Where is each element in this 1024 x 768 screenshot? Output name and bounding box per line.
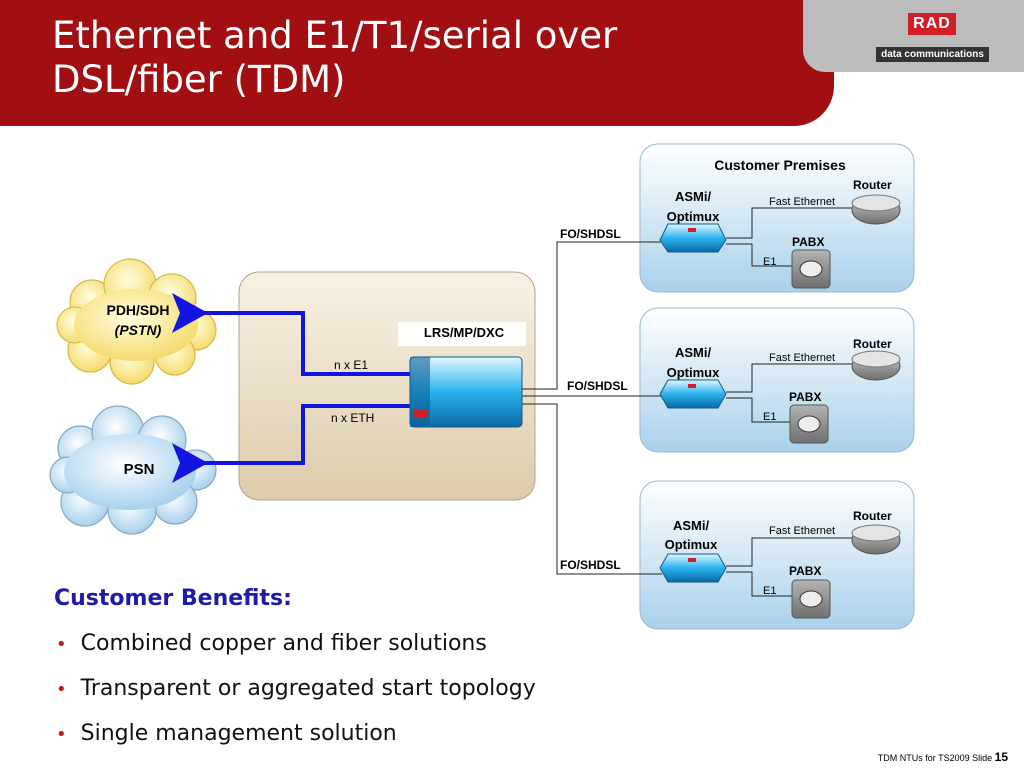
benefit-item: • Transparent or aggregated start topolog… <box>56 674 536 719</box>
customer-premises-box-1 <box>639 143 915 293</box>
arrow-to-pdh <box>172 293 410 376</box>
router-link-label-1: Fast Ethernet <box>769 196 836 208</box>
psn-label: PSN <box>123 461 155 478</box>
pabx-label-1: PABX <box>792 235 825 249</box>
benefit-item: • Combined copper and fiber solutions <box>56 629 536 674</box>
rad-logo: RAD <box>908 13 956 35</box>
footer-text: TDM NTUs for TS2009 <box>877 753 970 763</box>
pdh-label: PDH/SDH <box>106 302 170 318</box>
footer-slide-label: Slide <box>972 753 993 763</box>
bullet-icon: • <box>56 634 67 655</box>
device-label-3-line1: ASMi/ <box>672 518 710 533</box>
router-label-1: Router <box>853 178 892 192</box>
customer-premises-box-2 <box>639 307 915 453</box>
pabx-link-label-2: E1 <box>763 411 777 423</box>
benefit-text: Combined copper and fiber solutions <box>80 631 487 656</box>
psn-cloud <box>49 405 217 535</box>
slide-header <box>0 0 834 126</box>
premises-1-devices <box>659 194 901 289</box>
logo-subtitle: data communications <box>876 47 989 62</box>
slide-title: Ethernet and E1/T1/serial over DSL/fiber… <box>52 14 617 102</box>
central-device <box>409 356 523 428</box>
link-eth-label: n x ETH <box>331 411 375 425</box>
device-label-2-line1: ASMi/ <box>674 345 712 360</box>
benefit-text: Transparent or aggregated start topology <box>80 676 536 701</box>
uplink-lines <box>522 241 662 575</box>
title-line-2: DSL/fiber (TDM) <box>52 58 346 101</box>
bullet-icon: • <box>56 724 67 745</box>
device-label-2-line2: Optimux <box>666 365 720 380</box>
benefits-list: • Combined copper and fiber solutions • Tr… <box>56 629 536 764</box>
premises-2-devices <box>659 350 901 444</box>
router-label-2: Router <box>853 337 892 351</box>
benefits-title: Customer Benefits: <box>54 586 292 611</box>
device-label-3-line2: Optimux <box>664 537 718 552</box>
central-device-label: LRS/MP/DXC <box>423 325 505 340</box>
router-link-label-3: Fast Ethernet <box>769 525 836 537</box>
benefit-text: Single management solution <box>80 721 397 746</box>
slide-footer: TDM NTUs for TS2009 Slide 15 <box>878 750 1008 764</box>
link-e1-label: n x E1 <box>334 358 369 372</box>
pabx-link-label-3: E1 <box>763 585 777 597</box>
pabx-label-2: PABX <box>789 390 822 404</box>
slide-number: 15 <box>994 750 1008 764</box>
customer-premises-title: Customer Premises <box>714 157 846 173</box>
pstn-label: (PSTN) <box>114 322 162 338</box>
pabx-label-3: PABX <box>789 564 822 578</box>
bullet-icon: • <box>56 679 67 700</box>
pabx-link-label-1: E1 <box>763 256 777 268</box>
arrow-to-psn <box>172 404 410 483</box>
device-label-1-line2: Optimux <box>666 209 720 224</box>
router-label-3: Router <box>853 509 892 523</box>
router-link-label-2: Fast Ethernet <box>769 352 836 364</box>
premises-3-devices <box>659 524 901 619</box>
uplink-label-2: FO/SHDSL <box>567 379 628 393</box>
uplink-label-3: FO/SHDSL <box>560 558 621 572</box>
device-label-1-line1: ASMi/ <box>674 189 712 204</box>
customer-premises-box-3 <box>639 480 915 630</box>
uplink-label-1: FO/SHDSL <box>560 227 621 241</box>
title-line-1: Ethernet and E1/T1/serial over <box>52 14 618 57</box>
benefit-item: • Single management solution <box>56 719 536 764</box>
